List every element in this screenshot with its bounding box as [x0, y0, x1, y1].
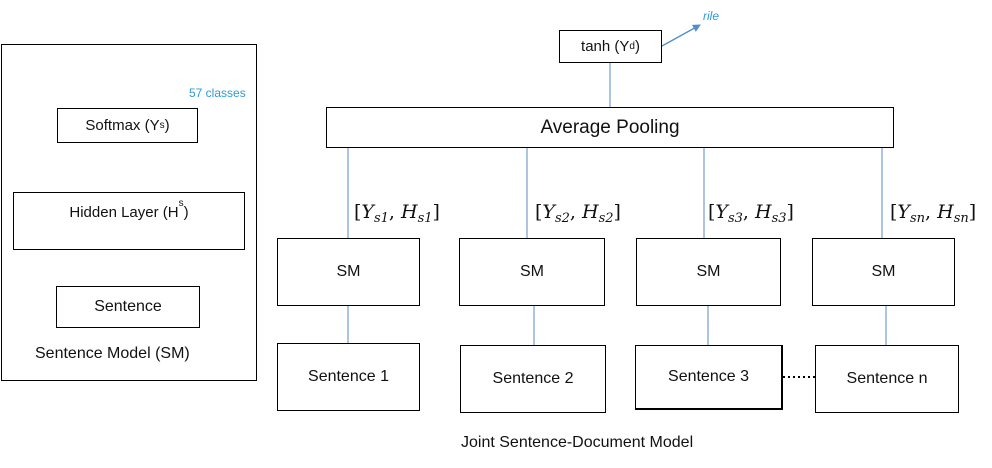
joint-model-caption: Joint Sentence-Document Model [461, 434, 694, 451]
column-4-vector-label: [Ysn, Hsn] [890, 201, 977, 226]
sentence-model-caption: Sentence Model (SM) [35, 345, 190, 362]
column-1-vector-label: [Ys1, Hs1] [354, 201, 440, 226]
average-pooling-box: Average Pooling [326, 107, 894, 148]
sm-box-2: SM [459, 238, 605, 306]
softmax-close: ) [164, 117, 170, 134]
sm-box-1: SM [277, 238, 420, 306]
sentence-box-2: Sentence 2 [460, 345, 606, 413]
sm-box-4: SM [812, 238, 955, 306]
sentence-label: Sentence [94, 298, 162, 315]
sentence-label-2: Sentence 2 [492, 370, 574, 387]
sm-label-4: SM [871, 263, 896, 280]
sm-box-3: SM [636, 238, 781, 306]
hidden-layer-close: ) [183, 204, 189, 221]
sentence-box-1: Sentence 1 [277, 343, 420, 411]
average-pooling-label: Average Pooling [540, 116, 680, 138]
softmax-output-label: 57 classes [189, 86, 246, 100]
sm-label-1: SM [336, 263, 361, 280]
sentence-label-1: Sentence 1 [308, 368, 389, 385]
sentence-box-n: Sentence n [815, 345, 959, 413]
softmax-label: Softmax (Y [85, 117, 160, 134]
column-3-vector-label: [Ys3, Hs3] [708, 201, 794, 226]
hidden-layer-label: Hidden Layer (H [69, 204, 179, 221]
sm-label-2: SM [520, 263, 544, 280]
tanh-label: tanh (Y [581, 38, 630, 55]
tanh-close: ) [634, 38, 640, 55]
sentence-label-n: Sentence n [846, 370, 928, 387]
sentence-label-3: Sentence 3 [668, 368, 749, 385]
tanh-output-label: rile [703, 9, 720, 23]
sentence-box-3: Sentence 3 [635, 345, 783, 410]
sm-label-3: SM [696, 263, 721, 280]
arrow-tanh-output [661, 24, 701, 47]
column-2-vector-label: [Ys2, Hs2] [535, 201, 621, 226]
sentence-box: Sentence [56, 286, 200, 328]
